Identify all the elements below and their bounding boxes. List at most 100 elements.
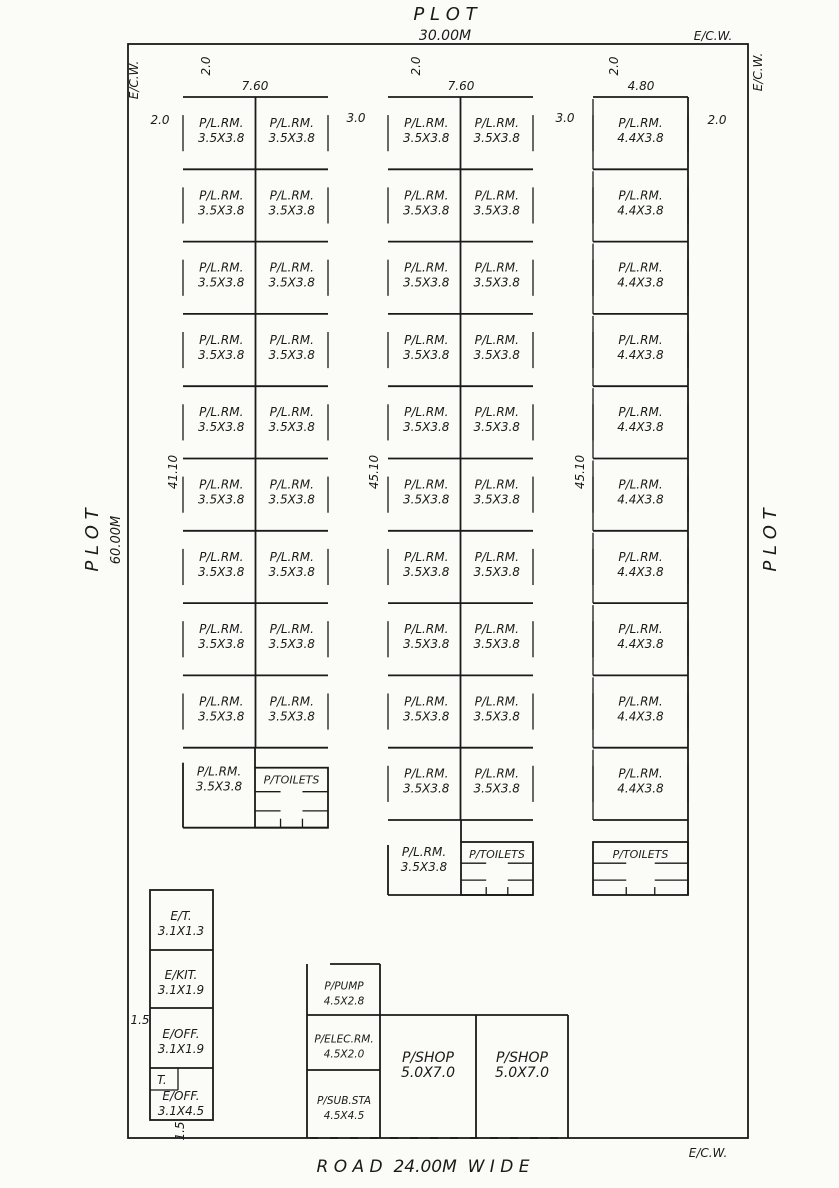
service-room-size: 4.5X2.8 <box>324 996 365 1008</box>
setback-right: 2.0 <box>707 113 726 127</box>
block-a-room-size: 3.5X3.8 <box>198 203 245 217</box>
block-b-last-room-name: P/L.RM. <box>402 845 446 859</box>
block-a-last-room-size: 3.5X3.8 <box>196 780 243 794</box>
plot-right-label: P L O T <box>760 506 781 571</box>
block-c-room-size: 4.4X3.8 <box>617 493 664 507</box>
staff-block <box>149 889 214 1121</box>
staff-room-size: 3.1X1.3 <box>158 924 204 938</box>
plot-length-dimension: 60.00M <box>109 516 124 564</box>
block-a-toilets <box>254 766 329 829</box>
block-b-room-size: 3.5X3.8 <box>403 276 450 290</box>
block-c-room-size: 4.4X3.8 <box>617 203 664 217</box>
block-a-room-size: 3.5X3.8 <box>198 276 245 290</box>
block-c-room-name: P/L.RM. <box>618 622 662 636</box>
block-a-room-name: P/L.RM. <box>199 261 243 275</box>
block-b-room-name: P/L.RM. <box>475 694 519 708</box>
service-room-size: 4.5X4.5 <box>324 1110 365 1122</box>
block-c-room-size: 4.4X3.8 <box>617 637 664 651</box>
block-a-width: 7.60 <box>242 79 269 93</box>
block-b-last-room-size: 3.5X3.8 <box>401 860 448 874</box>
block-a-room-size: 3.5X3.8 <box>269 348 316 362</box>
block-b-room-size: 3.5X3.8 <box>403 637 450 651</box>
block-a-room-size: 3.5X3.8 <box>198 420 245 434</box>
block-b-room-name: P/L.RM. <box>404 116 448 130</box>
block-b-room-name: P/L.RM. <box>475 550 519 564</box>
shop-name: P/SHOP <box>496 1050 549 1066</box>
block-a-room-size: 3.5X3.8 <box>269 637 316 651</box>
block-a-last-room-name: P/L.RM. <box>197 765 241 779</box>
block-b-room-size: 3.5X3.8 <box>403 348 450 362</box>
block-b-room-size: 3.5X3.8 <box>403 493 450 507</box>
block-b-room-size: 3.5X3.8 <box>474 276 521 290</box>
block-a-room-size: 3.5X3.8 <box>269 493 316 507</box>
block-b-room-size: 3.5X3.8 <box>474 203 521 217</box>
block-a-room-name: P/L.RM. <box>270 116 314 130</box>
shop-size: 5.0X7.0 <box>401 1065 455 1081</box>
block-a-room-name: P/L.RM. <box>199 188 243 202</box>
block-a-room-name: P/L.RM. <box>270 188 314 202</box>
block-b-room-size: 3.5X3.8 <box>403 203 450 217</box>
setback-left: 2.0 <box>150 113 169 127</box>
block-a-room-size: 3.5X3.8 <box>269 709 316 723</box>
block-c-room-size: 4.4X3.8 <box>617 782 664 796</box>
ecw-right: E/C.W. <box>751 53 765 92</box>
block-c-room-size: 4.4X3.8 <box>617 565 664 579</box>
block-a-room-name: P/L.RM. <box>199 550 243 564</box>
block-b-room-size: 3.5X3.8 <box>474 348 521 362</box>
block-b-room-name: P/L.RM. <box>475 767 519 781</box>
staff-room-name: E/KIT. <box>165 968 198 982</box>
block-a-length: 41.10 <box>166 454 180 489</box>
ecw-left: E/C.W. <box>127 61 141 100</box>
block-b-room-size: 3.5X3.8 <box>403 131 450 145</box>
block-a-room-size: 3.5X3.8 <box>269 131 316 145</box>
staff-room-name: E/OFF. <box>162 1027 199 1041</box>
block-c-room-name: P/L.RM. <box>618 694 662 708</box>
block-b-room-name: P/L.RM. <box>404 261 448 275</box>
block-b-room-name: P/L.RM. <box>404 550 448 564</box>
block-b-room-size: 3.5X3.8 <box>474 782 521 796</box>
service-room-name: P/SUB.STA <box>317 1095 371 1107</box>
block-c-room-size: 4.4X3.8 <box>617 131 664 145</box>
staff-room-name: E/T. <box>170 909 191 923</box>
service-room-name: P/PUMP <box>324 981 364 993</box>
setback-top-b: 2.0 <box>409 56 423 75</box>
block-b-room-name: P/L.RM. <box>475 622 519 636</box>
block-b-room-size: 3.5X3.8 <box>403 709 450 723</box>
block-b-room-name: P/L.RM. <box>475 478 519 492</box>
block-a-room-name: P/L.RM. <box>199 116 243 130</box>
road-label: R O A D 24.00M W I D E <box>317 1157 530 1177</box>
block-b-room-size: 3.5X3.8 <box>474 493 521 507</box>
staff-office-name: E/OFF. <box>162 1089 199 1103</box>
block-a-room-size: 3.5X3.8 <box>198 493 245 507</box>
block-c-room-name: P/L.RM. <box>618 188 662 202</box>
setback-top-c: 2.0 <box>607 56 621 75</box>
block-a-room-size: 3.5X3.8 <box>269 420 316 434</box>
setback-top-a: 2.0 <box>199 56 213 75</box>
block-b-toilets <box>460 841 534 896</box>
block-c-length: 45.10 <box>573 454 587 489</box>
block-c-room-name: P/L.RM. <box>618 478 662 492</box>
block-a-room-name: P/L.RM. <box>270 478 314 492</box>
block-c-toilets-label: P/TOILETS <box>613 848 669 861</box>
block-b-room-size: 3.5X3.8 <box>474 420 521 434</box>
block-a-room-name: P/L.RM. <box>270 405 314 419</box>
block-c-room-name: P/L.RM. <box>618 116 662 130</box>
service-room-name: P/ELEC.RM. <box>314 1034 373 1046</box>
block-a-room-name: P/L.RM. <box>199 333 243 347</box>
block-a-room-size: 3.5X3.8 <box>198 131 245 145</box>
block-b-room-name: P/L.RM. <box>475 405 519 419</box>
block-b-room-name: P/L.RM. <box>404 478 448 492</box>
block-b-length: 45.10 <box>367 454 381 489</box>
block-c-room-name: P/L.RM. <box>618 550 662 564</box>
staff-room-size: 3.1X1.9 <box>158 983 204 997</box>
staff-block-bottom-dim: 1.5 <box>173 1121 187 1140</box>
ecw-top-right: E/C.W. <box>694 29 733 43</box>
block-a-toilets-label: P/TOILETS <box>264 774 320 787</box>
block-a-room-size: 3.5X3.8 <box>269 565 316 579</box>
block-b-room-name: P/L.RM. <box>475 261 519 275</box>
block-a-room-size: 3.5X3.8 <box>269 203 316 217</box>
block-a-room-size: 3.5X3.8 <box>198 348 245 362</box>
staff-room-size: 3.1X1.9 <box>158 1042 204 1056</box>
block-b-room-name: P/L.RM. <box>404 188 448 202</box>
